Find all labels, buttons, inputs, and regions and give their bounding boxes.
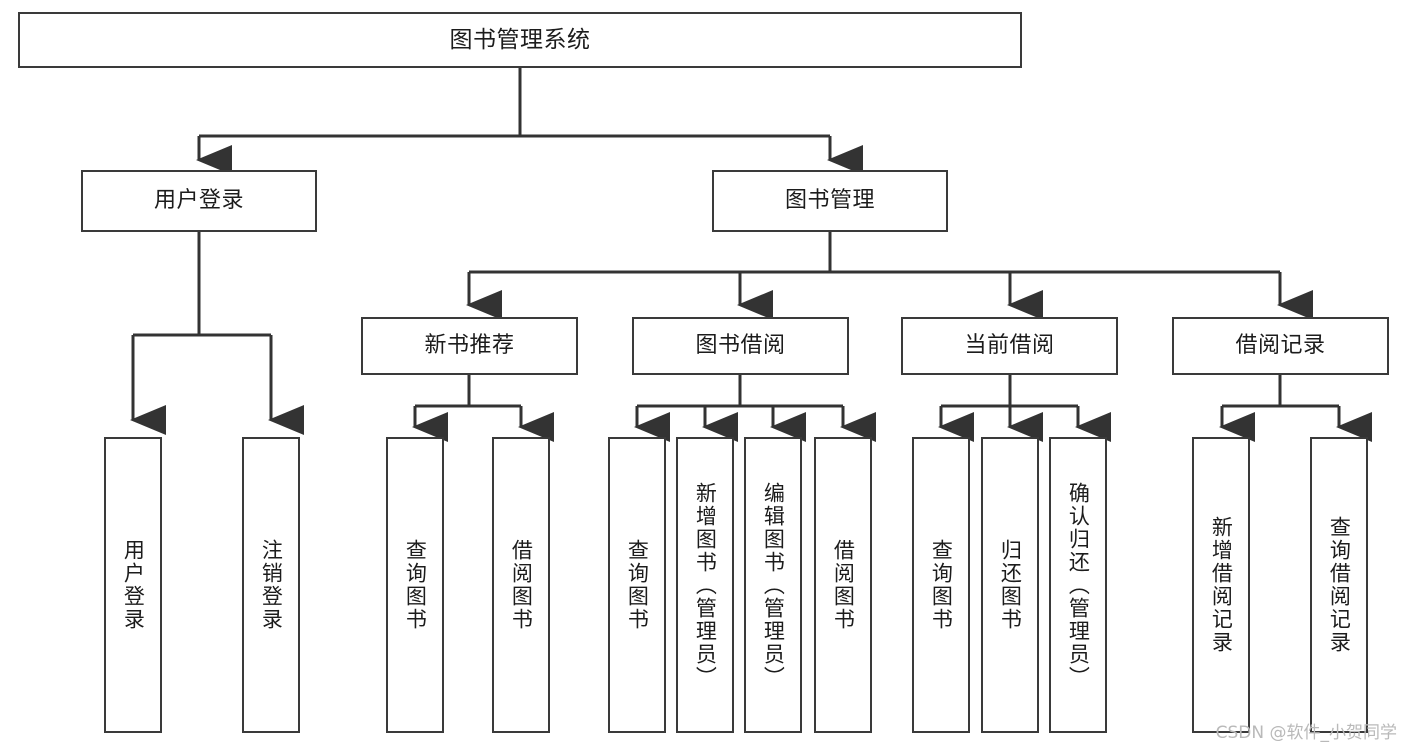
node-leaf-edit-book[interactable]: 编辑图书（管理员） [744, 437, 802, 733]
node-book-manage[interactable]: 图书管理 [712, 170, 948, 232]
node-borrow-record-label: 借阅记录 [1235, 333, 1326, 359]
node-leaf-confirm-return[interactable]: 确认归还（管理员） [1049, 437, 1107, 733]
node-new-book-recommend-label: 新书推荐 [424, 333, 515, 359]
node-leaf-add-record-label: 新增借阅记录 [1209, 516, 1234, 654]
node-leaf-borrow-book-2-label: 借阅图书 [831, 539, 856, 631]
node-leaf-borrow-book-1[interactable]: 借阅图书 [492, 437, 550, 733]
node-leaf-edit-book-label: 编辑图书（管理员） [761, 481, 786, 689]
node-leaf-query-book-1-label: 查询图书 [403, 539, 428, 631]
node-leaf-return-book[interactable]: 归还图书 [981, 437, 1039, 733]
node-leaf-confirm-return-label: 确认归还（管理员） [1066, 481, 1091, 689]
node-leaf-user-login-label: 用户登录 [121, 539, 146, 631]
node-leaf-borrow-book-2[interactable]: 借阅图书 [814, 437, 872, 733]
node-book-borrow[interactable]: 图书借阅 [632, 317, 849, 375]
csdn-watermark: CSDN @软件_小贺同学 [1215, 723, 1397, 743]
node-leaf-add-book[interactable]: 新增图书（管理员） [676, 437, 734, 733]
node-leaf-query-book-1[interactable]: 查询图书 [386, 437, 444, 733]
node-leaf-add-record[interactable]: 新增借阅记录 [1192, 437, 1250, 733]
node-current-borrow[interactable]: 当前借阅 [901, 317, 1118, 375]
node-leaf-borrow-book-1-label: 借阅图书 [509, 539, 534, 631]
node-root[interactable]: 图书管理系统 [18, 12, 1022, 68]
node-leaf-return-book-label: 归还图书 [998, 539, 1023, 631]
node-leaf-query-book-2[interactable]: 查询图书 [608, 437, 666, 733]
node-new-book-recommend[interactable]: 新书推荐 [361, 317, 578, 375]
node-leaf-query-book-3-label: 查询图书 [929, 539, 954, 631]
node-user-login-label: 用户登录 [153, 188, 244, 214]
node-leaf-query-book-2-label: 查询图书 [625, 539, 650, 631]
node-leaf-user-logout-label: 注销登录 [259, 539, 284, 631]
node-user-login[interactable]: 用户登录 [81, 170, 317, 232]
node-borrow-record[interactable]: 借阅记录 [1172, 317, 1389, 375]
node-leaf-query-record-label: 查询借阅记录 [1327, 516, 1352, 654]
node-leaf-query-book-3[interactable]: 查询图书 [912, 437, 970, 733]
node-current-borrow-label: 当前借阅 [964, 333, 1055, 359]
node-book-manage-label: 图书管理 [784, 188, 875, 214]
node-leaf-user-login[interactable]: 用户登录 [104, 437, 162, 733]
node-book-borrow-label: 图书借阅 [695, 333, 786, 359]
node-leaf-query-record[interactable]: 查询借阅记录 [1310, 437, 1368, 733]
node-leaf-user-logout[interactable]: 注销登录 [242, 437, 300, 733]
node-leaf-add-book-label: 新增图书（管理员） [693, 481, 718, 689]
node-root-label: 图书管理系统 [449, 26, 591, 53]
